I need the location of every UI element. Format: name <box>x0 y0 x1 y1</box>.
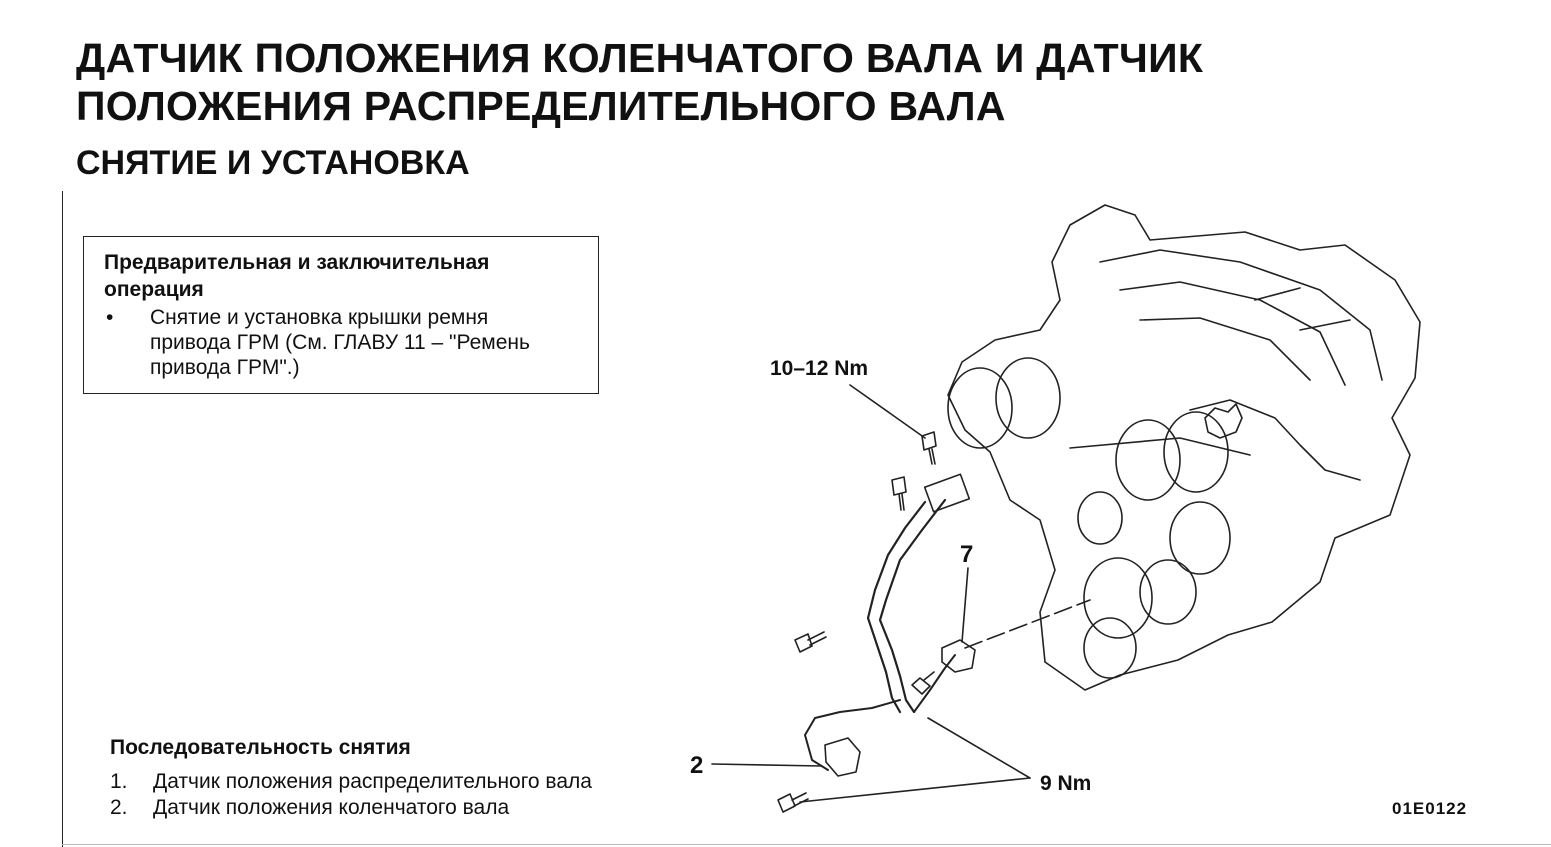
preliminary-operation-heading: Предварительная и заключительная операци… <box>104 249 578 303</box>
title-line-1: ДАТЧИК ПОЛОЖЕНИЯ КОЛЕНЧАТОГО ВАЛА И ДАТЧ… <box>76 35 1204 81</box>
crankshaft-sensor <box>824 737 861 777</box>
torque-label-lower: 9 Nm <box>1040 772 1091 795</box>
step-text: Датчик положения коленчатого вала <box>153 796 510 819</box>
callout-7: 7 <box>960 541 973 568</box>
cam-connector <box>923 473 971 513</box>
leader-line-torque-lower-b <box>799 777 1031 803</box>
torque-label-upper: 10–12 Nm <box>770 357 868 380</box>
step-number: 1. <box>110 770 128 793</box>
engine-block-outline <box>947 204 1421 691</box>
step-number: 2. <box>110 796 128 819</box>
idler-pulley <box>1169 501 1231 575</box>
center-line <box>964 599 1091 649</box>
figure-code: 01E0122 <box>1392 799 1467 818</box>
removal-step: 2. Датчик положения коленчатого вала <box>110 795 670 821</box>
idler-pulley <box>1077 491 1123 545</box>
cam-pulley <box>995 357 1061 439</box>
bolt-icon <box>921 431 937 465</box>
timing-cover <box>1069 399 1361 481</box>
camshaft-sensor <box>941 639 976 673</box>
leader-line-torque-lower-a <box>927 717 1031 779</box>
section-subtitle: СНЯТИЕ И УСТАНОВКА <box>76 144 470 182</box>
removal-sequence: Последовательность снятия 1. Датчик поло… <box>110 735 670 821</box>
removal-step: 1. Датчик положения распределительного в… <box>110 769 670 795</box>
step-text: Датчик положения распределительного вала <box>153 770 592 793</box>
bolt-icon <box>891 476 907 511</box>
removal-sequence-list: 1. Датчик положения распределительного в… <box>110 769 670 821</box>
crank-pulley <box>1139 559 1197 625</box>
harness-branch <box>804 654 956 771</box>
heading-line-1: Предварительная и заключительная <box>104 251 490 274</box>
frame-bottom-border <box>62 844 1551 845</box>
cam-pulley <box>1115 419 1181 501</box>
filler-cap <box>1204 403 1243 439</box>
item-line-3: привода ГРМ".) <box>150 356 300 379</box>
preliminary-operation-item: • Снятие и установка крышки ремня привод… <box>104 305 578 380</box>
harness-main <box>866 498 947 714</box>
leader-line-callout-2 <box>711 763 823 767</box>
page-title: ДАТЧИК ПОЛОЖЕНИЯ КОЛЕНЧАТОГО ВАЛА И ДАТЧ… <box>76 34 1203 130</box>
callout-2: 2 <box>690 752 703 779</box>
bolt-icon <box>911 671 935 695</box>
bolt-icon <box>777 792 809 813</box>
item-line-2: привода ГРМ (См. ГЛАВУ 11 – "Ремень <box>150 331 530 354</box>
intake-manifold <box>1099 249 1383 386</box>
crank-pulley <box>1083 617 1137 679</box>
leader-line-callout-7 <box>961 567 969 643</box>
cam-pulley <box>1163 411 1229 493</box>
leader-line-torque-upper <box>849 384 926 439</box>
bolt-icon <box>794 631 827 653</box>
cam-pulley <box>947 367 1013 449</box>
item-line-1: Снятие и установка крышки ремня <box>150 306 489 329</box>
crank-pulley <box>1083 557 1153 639</box>
frame-left-border <box>62 191 63 847</box>
title-line-2: ПОЛОЖЕНИЯ РАСПРЕДЕЛИТЕЛЬНОГО ВАЛА <box>76 83 1006 129</box>
bullet-icon: • <box>106 306 114 329</box>
preliminary-operation-text: Снятие и установка крышки ремня привода … <box>150 305 578 380</box>
heading-line-2: операция <box>104 278 204 301</box>
preliminary-operation-box: Предварительная и заключительная операци… <box>83 236 599 394</box>
removal-sequence-heading: Последовательность снятия <box>110 736 411 759</box>
engine-sensor-diagram: 10–12 Nm 7 2 9 Nm 01E0122 <box>690 204 1467 818</box>
